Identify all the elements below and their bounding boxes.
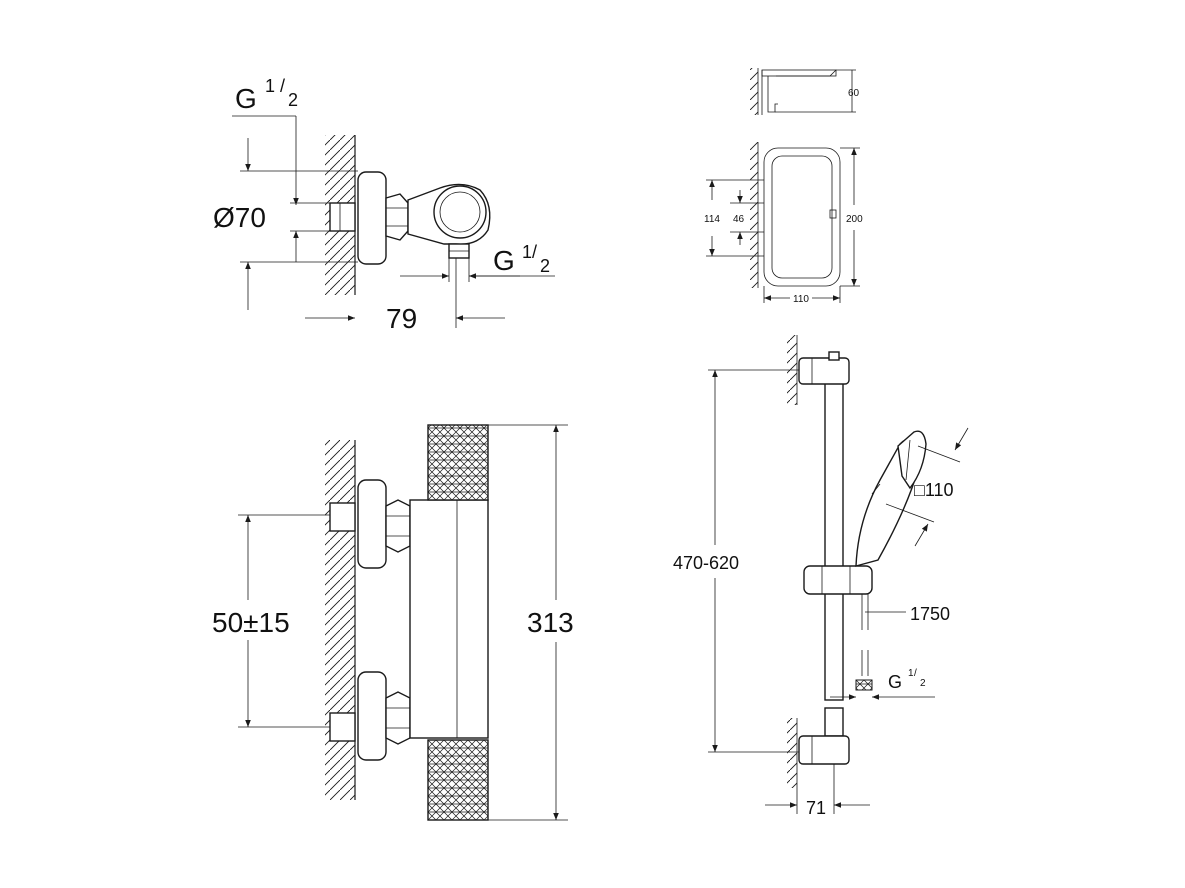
svg-text:1: 1: [522, 242, 532, 262]
tray-top-view: 60: [750, 68, 860, 115]
label-79: 79: [386, 303, 417, 334]
wall-hatch-front: [325, 440, 355, 800]
shower-rail-view: 470-620 □110 1750 G 1 / 2 71: [673, 335, 969, 818]
svg-text:1: 1: [265, 76, 275, 96]
svg-text:2: 2: [288, 90, 298, 110]
svg-text:1: 1: [908, 668, 914, 679]
hex-nut: [385, 193, 409, 241]
label-tray-200: 200: [846, 214, 863, 225]
label-g-outlet: G: [493, 245, 515, 276]
lower-inlet: [329, 712, 356, 742]
inlet-stub: [329, 202, 356, 232]
mixer-side-view: G 1 / 2 Ø70 G 1 / 2 79: [213, 76, 555, 334]
top-knurled-handle: [427, 424, 489, 501]
thermostat-body: [409, 499, 489, 739]
upper-rosette: [357, 479, 387, 569]
rail-slider: [803, 565, 873, 595]
svg-text:2: 2: [920, 678, 926, 689]
bottom-bracket: [798, 735, 850, 765]
label-tray-110: 110: [793, 294, 809, 305]
lower-rosette: [357, 671, 387, 761]
svg-text:/: /: [914, 668, 917, 679]
label-diameter: Ø70: [213, 202, 266, 233]
label-71: 71: [806, 798, 826, 818]
svg-text:/: /: [280, 76, 285, 96]
label-313: 313: [527, 607, 574, 638]
top-bracket: [798, 357, 850, 385]
mixer-front-view: 50±15 313: [212, 424, 574, 821]
label-50-15: 50±15: [212, 607, 290, 638]
upper-inlet: [329, 502, 356, 532]
label-tray-46: 46: [733, 214, 745, 225]
label-g-top: G: [235, 83, 257, 114]
shower-rail: [824, 359, 844, 701]
label-head-110: □110: [914, 480, 954, 500]
svg-text:/: /: [532, 242, 537, 262]
tray-front-view: 114 46 200 110: [704, 142, 863, 305]
svg-text:2: 2: [540, 256, 550, 276]
label-1750: 1750: [910, 604, 950, 624]
bottom-knurled-handle: [427, 739, 489, 821]
label-tray-60: 60: [848, 88, 860, 99]
rosette: [357, 171, 387, 265]
label-tray-114: 114: [704, 214, 720, 225]
hose-nut: [855, 679, 873, 691]
label-g-hose: G: [888, 672, 902, 692]
mixer-handle: [433, 185, 487, 239]
label-470-620: 470-620: [673, 553, 739, 573]
